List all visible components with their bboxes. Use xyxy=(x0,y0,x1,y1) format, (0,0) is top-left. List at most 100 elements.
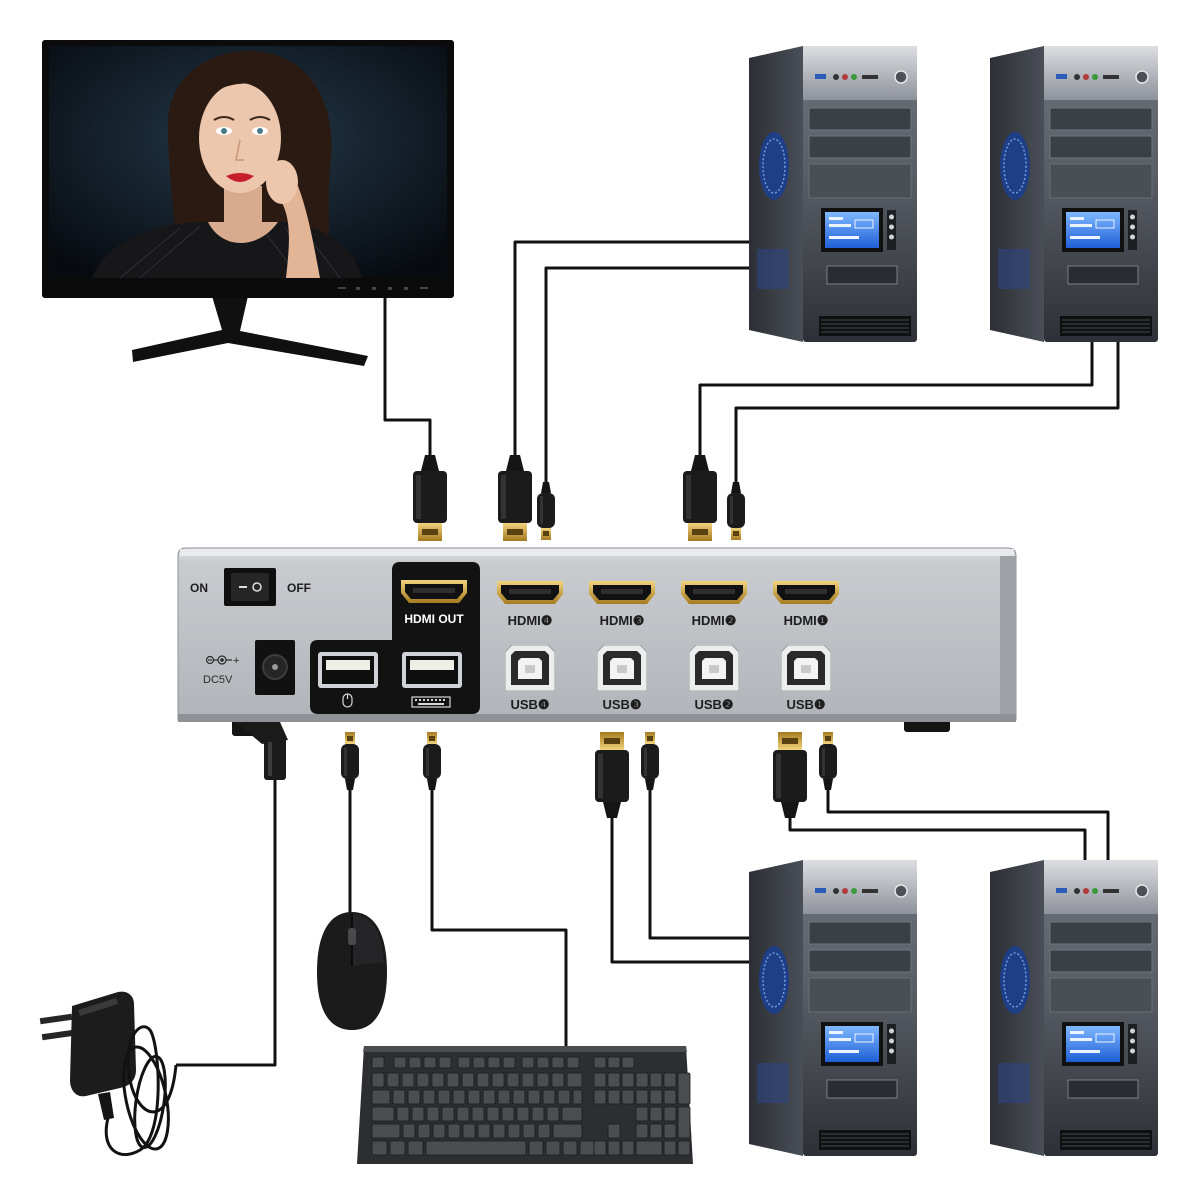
keyboard-key xyxy=(663,1106,677,1122)
cable-pc1-usb xyxy=(826,788,1110,862)
keyboard-key xyxy=(663,1123,677,1139)
keyboard-key xyxy=(393,1056,407,1069)
power-plug xyxy=(236,722,288,780)
dc-jack xyxy=(255,640,295,695)
usb-plug-2 xyxy=(727,482,745,540)
cable-pc1-hdmi xyxy=(788,814,1087,862)
hdmi-plug-3 xyxy=(595,732,629,818)
keyboard-key xyxy=(516,1106,530,1122)
keyboard-key xyxy=(649,1123,663,1139)
usb-plug-4 xyxy=(537,482,555,540)
cable-pc4-usb xyxy=(544,266,752,484)
keyboard-key xyxy=(566,1072,583,1088)
usb-input-label-4: USB❹ xyxy=(510,697,549,712)
keyboard-key xyxy=(536,1072,550,1088)
keyboard-key xyxy=(663,1140,677,1156)
keyboard-key xyxy=(542,1089,556,1105)
keyboard-key xyxy=(472,1056,486,1069)
keyboard-key xyxy=(677,1072,691,1105)
keyboard-key xyxy=(649,1072,663,1088)
keyboard-key xyxy=(461,1072,475,1088)
keyboard-key xyxy=(663,1072,677,1088)
keyboard-key xyxy=(371,1056,385,1069)
keyboard-key xyxy=(437,1089,451,1105)
keyboard-key xyxy=(482,1089,496,1105)
hdmi-input-port-2 xyxy=(681,581,747,604)
keyboard-key xyxy=(371,1106,395,1122)
keyboard-key xyxy=(593,1056,607,1069)
keyboard-key xyxy=(407,1089,421,1105)
keyboard-key xyxy=(411,1106,425,1122)
hdmi-input-label-2: HDMI❷ xyxy=(692,613,737,628)
keyboard-key xyxy=(438,1056,452,1069)
hdmi-plug-2 xyxy=(683,455,717,541)
keyboard-key xyxy=(401,1072,415,1088)
keyboard-key xyxy=(467,1089,481,1105)
keyboard-key xyxy=(649,1089,663,1105)
usb-a-port-keyboard xyxy=(402,652,462,688)
hdmi-input-label-3: HDMI❸ xyxy=(600,613,645,628)
keyboard-key xyxy=(607,1072,621,1088)
keyboard-key xyxy=(396,1106,410,1122)
usb-input-port-2 xyxy=(689,645,739,691)
keyboard-key xyxy=(621,1089,635,1105)
keyboard-key xyxy=(562,1140,578,1156)
polarity-icon xyxy=(205,655,232,665)
scroll-wheel xyxy=(348,928,356,945)
monitor-buttons xyxy=(338,287,428,290)
keyboard-key xyxy=(477,1123,491,1139)
keyboard-key xyxy=(371,1140,388,1156)
keyboard-key xyxy=(607,1123,621,1139)
hdmi-input-label-1: HDMI❶ xyxy=(784,613,829,628)
keyboard-key xyxy=(457,1056,471,1069)
power-adapter xyxy=(39,991,178,1156)
keyboard-key xyxy=(416,1072,430,1088)
keyboard-key xyxy=(407,1140,424,1156)
keyboard-key xyxy=(546,1106,560,1122)
usb-plug-1 xyxy=(819,732,837,790)
keyboard-key xyxy=(462,1123,476,1139)
keyboard-key xyxy=(447,1123,461,1139)
pc-tower-top-right xyxy=(990,45,1159,343)
keyboard-key xyxy=(441,1106,455,1122)
cable-keyboard xyxy=(430,788,568,1048)
keyboard-key xyxy=(423,1056,437,1069)
keyboard-key xyxy=(425,1140,527,1156)
usb-plug-mouse xyxy=(341,732,359,790)
plug-prong-top xyxy=(39,1013,73,1025)
keyboard-key xyxy=(371,1089,391,1105)
cable-pc3-hdmi xyxy=(610,814,752,964)
keyboard-key xyxy=(492,1123,506,1139)
keyboard-key xyxy=(476,1072,490,1088)
keyboard-key xyxy=(506,1072,520,1088)
keyboard-key xyxy=(579,1140,595,1156)
keyboard-key xyxy=(507,1123,521,1139)
usb-input-label-1: USB❶ xyxy=(786,697,825,712)
keyboard-key xyxy=(408,1056,422,1069)
cable-power xyxy=(176,778,277,1067)
hdmi-input-label-4: HDMI❹ xyxy=(508,613,553,628)
keyboard-key xyxy=(502,1056,516,1069)
keyboard-key xyxy=(593,1072,607,1088)
polarity-plus-label: + xyxy=(233,655,239,667)
keyboard-key xyxy=(566,1056,580,1069)
keyboard-key xyxy=(521,1056,535,1069)
pc-tower-bottom-left xyxy=(749,859,918,1157)
keyboard-key xyxy=(607,1056,621,1069)
cable-pc3-usb xyxy=(648,788,752,940)
keyboard-key xyxy=(522,1123,536,1139)
dc-input-label: DC5V xyxy=(203,674,233,686)
usb-input-port-3 xyxy=(597,645,647,691)
switch-on-label: ON xyxy=(190,581,208,595)
usb-input-port-4 xyxy=(505,645,555,691)
keyboard-key xyxy=(528,1140,544,1156)
keyboard-key xyxy=(402,1123,416,1139)
keyboard-key xyxy=(635,1072,649,1088)
keyboard-key xyxy=(452,1089,466,1105)
usb-plug-keyboard xyxy=(423,732,441,790)
keyboard-key xyxy=(521,1072,535,1088)
hdmi-plug-out xyxy=(413,455,447,541)
usb-input-port-1 xyxy=(781,645,831,691)
mouse-icon xyxy=(342,693,353,708)
